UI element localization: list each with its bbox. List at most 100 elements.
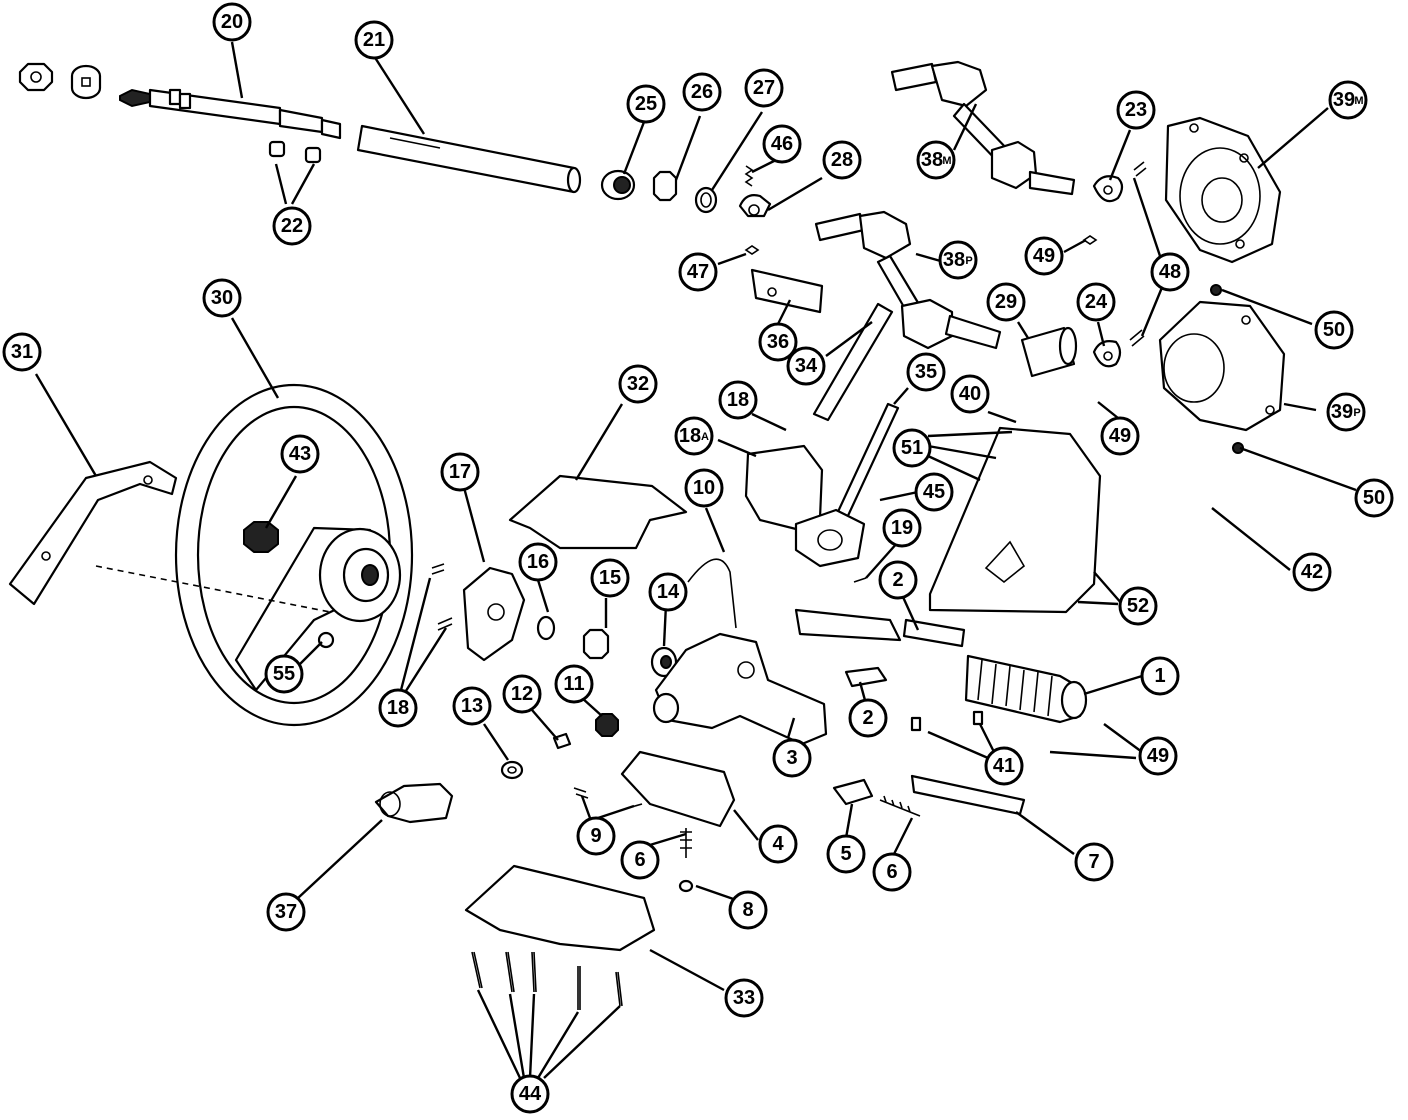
callout-label: 37 bbox=[275, 901, 297, 923]
callout-label: 6 bbox=[634, 849, 645, 871]
callout-label: 32 bbox=[627, 373, 649, 395]
callout-label: 23 bbox=[1125, 99, 1147, 121]
callout-label: 51 bbox=[901, 437, 923, 459]
callout-label: 4 bbox=[772, 833, 784, 855]
callout-label: 31 bbox=[11, 341, 33, 363]
callout-c8: 8 bbox=[728, 890, 768, 930]
callout-c16: 16 bbox=[518, 542, 558, 582]
column-support-bracket bbox=[928, 426, 1102, 614]
callout-c23: 23 bbox=[1116, 90, 1156, 130]
callout-c17: 17 bbox=[440, 452, 480, 492]
callout-label: 21 bbox=[363, 29, 385, 51]
callout-label: 12 bbox=[511, 683, 533, 705]
callout-c48: 48 bbox=[1150, 252, 1190, 292]
callout-circle bbox=[674, 416, 714, 456]
intermediate-shaft-manual bbox=[890, 60, 1076, 196]
clip-8 bbox=[678, 879, 694, 893]
callout-circle bbox=[724, 978, 764, 1018]
shaft-end-caps bbox=[18, 62, 102, 100]
callout-circle bbox=[1138, 736, 1178, 776]
callout-circle bbox=[440, 452, 480, 492]
callout-circle bbox=[762, 124, 802, 164]
callout-c50b: 50 bbox=[1354, 478, 1394, 518]
callout-c45: 45 bbox=[914, 472, 954, 512]
callout-label: 25 bbox=[635, 93, 657, 115]
screws-50 bbox=[1210, 284, 1244, 454]
callout-circle bbox=[452, 686, 492, 726]
upper-steering-shaft-tube bbox=[356, 124, 582, 194]
column-housing bbox=[652, 632, 828, 746]
callout-c2a: 2 bbox=[878, 560, 918, 600]
callout-circle bbox=[518, 542, 558, 582]
turn-signal-cancel-cam bbox=[462, 566, 526, 662]
callout-label: 5 bbox=[840, 843, 851, 865]
callout-circle bbox=[212, 2, 252, 42]
shift-lever-bracket bbox=[794, 608, 966, 688]
screw-55 bbox=[317, 631, 335, 649]
callout-label: 13 bbox=[461, 695, 483, 717]
callout-c5: 5 bbox=[826, 834, 866, 874]
callout-label: 17 bbox=[449, 461, 471, 483]
callout-label: 43 bbox=[289, 443, 311, 465]
callout-label: 39 bbox=[1333, 89, 1355, 111]
callout-circle bbox=[848, 698, 888, 738]
callout-c18b: 18 bbox=[378, 688, 418, 728]
callout-label: 49 bbox=[1109, 425, 1131, 447]
callout-label: 33 bbox=[733, 987, 755, 1009]
callout-circle bbox=[718, 380, 758, 420]
callout-suffix: M bbox=[942, 155, 951, 167]
wire-10 bbox=[687, 558, 737, 629]
callout-label: 10 bbox=[693, 477, 715, 499]
callout-circle bbox=[1354, 478, 1394, 518]
callout-c22: 22 bbox=[272, 206, 312, 246]
callout-c15: 15 bbox=[590, 558, 630, 598]
callout-c9: 9 bbox=[576, 816, 616, 856]
bolts-41 bbox=[910, 710, 984, 732]
callout-circle bbox=[682, 72, 722, 112]
callout-c30: 30 bbox=[202, 278, 242, 318]
callout-circle bbox=[878, 560, 918, 600]
nut-47 bbox=[744, 245, 760, 255]
callout-label: 2 bbox=[862, 707, 873, 729]
callout-circle bbox=[502, 674, 542, 714]
callout-suffix: P bbox=[1353, 407, 1360, 419]
column-trim-cover bbox=[8, 460, 178, 606]
callout-circle bbox=[916, 140, 956, 180]
dash-seal-manual bbox=[1164, 116, 1282, 264]
callout-label: 2 bbox=[892, 569, 903, 591]
lower-bracket-4 bbox=[620, 750, 736, 828]
callout-circle bbox=[1074, 842, 1114, 882]
bolts-48 bbox=[1129, 161, 1147, 347]
callout-label: 20 bbox=[221, 11, 243, 33]
leader-lines bbox=[34, 41, 1357, 1079]
callout-label: 18 bbox=[727, 389, 749, 411]
callout-circle bbox=[626, 84, 666, 124]
callout-circle bbox=[678, 252, 718, 292]
callout-label: 18 bbox=[679, 425, 701, 447]
callout-c28: 28 bbox=[822, 140, 862, 180]
callout-suffix: A bbox=[701, 431, 709, 443]
callout-c49b: 49 bbox=[1100, 416, 1140, 456]
callout-label: 38 bbox=[921, 149, 943, 171]
callout-c41: 41 bbox=[984, 746, 1024, 786]
callout-label: 42 bbox=[1301, 561, 1323, 583]
callout-circle bbox=[872, 852, 912, 892]
callout-label: 9 bbox=[590, 825, 601, 847]
callout-circle bbox=[1140, 656, 1180, 696]
shroud-screws bbox=[471, 951, 623, 1010]
callout-label: 34 bbox=[795, 355, 818, 377]
callout-circle bbox=[1326, 392, 1366, 432]
callout-circle bbox=[590, 558, 630, 598]
callout-circle bbox=[684, 468, 724, 508]
callout-c6a: 6 bbox=[620, 840, 660, 880]
callout-label: 24 bbox=[1085, 291, 1108, 313]
callout-circle bbox=[1314, 310, 1354, 350]
callout-label: 28 bbox=[831, 149, 853, 171]
callout-c34: 34 bbox=[786, 346, 826, 386]
clip-12 bbox=[552, 732, 572, 750]
callout-label: 50 bbox=[1363, 487, 1385, 509]
callout-c10: 10 bbox=[684, 468, 724, 508]
